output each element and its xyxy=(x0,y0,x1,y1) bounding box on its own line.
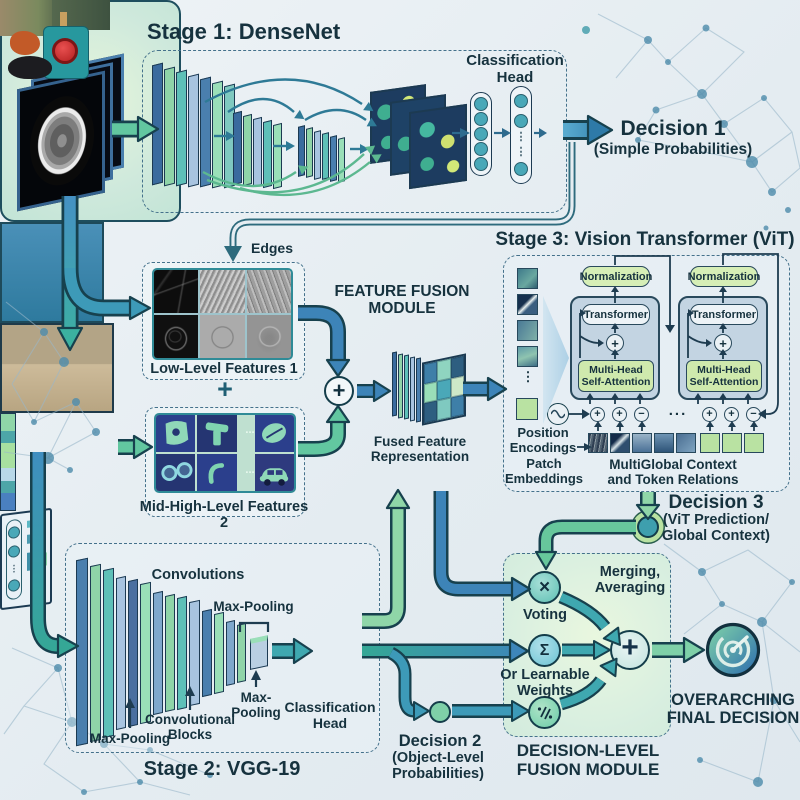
vit-patch-2 xyxy=(517,294,538,315)
stage1-title: Stage 1: DenseNet xyxy=(147,19,341,44)
embedding-square-3 xyxy=(632,433,652,453)
features-plus-sign: + xyxy=(217,374,233,404)
stage3-title: Stage 3: Vision Transformer (ViT) xyxy=(495,229,795,250)
ct-slice-front xyxy=(17,70,105,212)
normalization-pill-2: Normalization xyxy=(688,266,760,287)
embedding-square-2 xyxy=(610,433,630,453)
convolutions-label: Convolutions xyxy=(151,567,245,583)
low-level-label: Low-Level Features 1 xyxy=(150,361,298,377)
weights-icon xyxy=(537,706,552,719)
embedding-square-5 xyxy=(676,433,696,453)
embedding-square-7 xyxy=(722,433,742,453)
low-level-features-grid xyxy=(152,268,293,360)
densenet-output-bar xyxy=(0,413,16,511)
decision3-title: Decision 3 xyxy=(668,492,764,513)
densenet-head-column-2: ⋮ ⋮ xyxy=(510,86,532,184)
op-minus-2: − xyxy=(746,407,761,422)
mid-grid-dots-1: ... xyxy=(245,424,255,436)
vit-patch-1 xyxy=(517,268,538,289)
embedding-square-1 xyxy=(588,433,608,453)
vit-patch-dots: ⋮ xyxy=(521,369,535,384)
embedding-square-8 xyxy=(744,433,764,453)
hook-shape xyxy=(208,462,225,484)
blob-shape xyxy=(165,420,188,445)
decision1-title: Decision 1 xyxy=(620,117,726,140)
embedding-square-6 xyxy=(700,433,720,453)
photo-backing-card xyxy=(0,222,104,323)
tool-shape xyxy=(205,421,229,445)
op-row-dots: ... xyxy=(668,402,688,419)
sine-position-icon xyxy=(547,403,569,425)
maxpool-top-label: Max-Pooling xyxy=(213,599,294,614)
mid-high-label: Mid-High-Level Features 2 xyxy=(139,499,309,532)
vit-patch-4 xyxy=(517,346,538,367)
densenet-head-column-1 xyxy=(470,92,492,176)
object-photo xyxy=(0,0,114,413)
weights-node xyxy=(528,696,561,729)
vgg-head-circle-column: ⋮ xyxy=(6,518,22,601)
mid-grid-dots-2: ... xyxy=(245,464,255,476)
decision2-node xyxy=(429,701,451,723)
op-add-4: + xyxy=(724,407,739,422)
head-ellipsis: ⋮ xyxy=(515,131,527,144)
final-decision-target-icon xyxy=(705,622,761,678)
decision2-title: Decision 2 xyxy=(398,732,482,750)
decision3-subtitle: (ViT Prediction/Global Context) xyxy=(662,512,770,545)
mid-high-features-grid xyxy=(154,413,296,493)
vgg-classification-head: ⋮ xyxy=(0,507,52,611)
op-add-1: + xyxy=(590,407,605,422)
block1-add-node: + xyxy=(606,334,624,352)
transformer-pill-1: Transformer xyxy=(582,304,650,325)
edges-label: Edges xyxy=(250,240,293,256)
car-shape xyxy=(260,467,289,486)
normalization-pill-1: Normalization xyxy=(580,266,652,287)
decision1-subtitle: (Simple Probabilities) xyxy=(593,141,753,158)
vit-patch-3 xyxy=(517,320,538,341)
vgg-final-pool-cube xyxy=(250,635,268,670)
ct-brain-image xyxy=(30,89,94,192)
glasses-shape xyxy=(161,461,193,481)
op-add-2: + xyxy=(612,407,627,422)
op-minus-1: − xyxy=(634,407,649,422)
voting-label: Voting xyxy=(522,607,568,623)
transformer-pill-2: Transformer xyxy=(690,304,758,325)
stage2-title: Stage 2: VGG-19 xyxy=(143,758,301,780)
embedding-square-4 xyxy=(654,433,674,453)
feature-sum-node: + xyxy=(324,376,354,406)
fused-front-face xyxy=(422,353,466,426)
maxpool-left-label: Max-Pooling xyxy=(89,731,171,746)
sum-node: Σ xyxy=(528,634,561,667)
merging-averaging-label: Merging,Averaging xyxy=(594,564,666,597)
leaf-shape xyxy=(262,422,287,443)
voting-node: × xyxy=(528,571,561,604)
maxpool-mid-label: Max-Pooling xyxy=(231,690,281,721)
final-sum-node: + xyxy=(610,630,650,670)
block2-add-node: + xyxy=(714,334,732,352)
op-add-3: + xyxy=(702,407,717,422)
vit-position-patch xyxy=(516,398,538,420)
